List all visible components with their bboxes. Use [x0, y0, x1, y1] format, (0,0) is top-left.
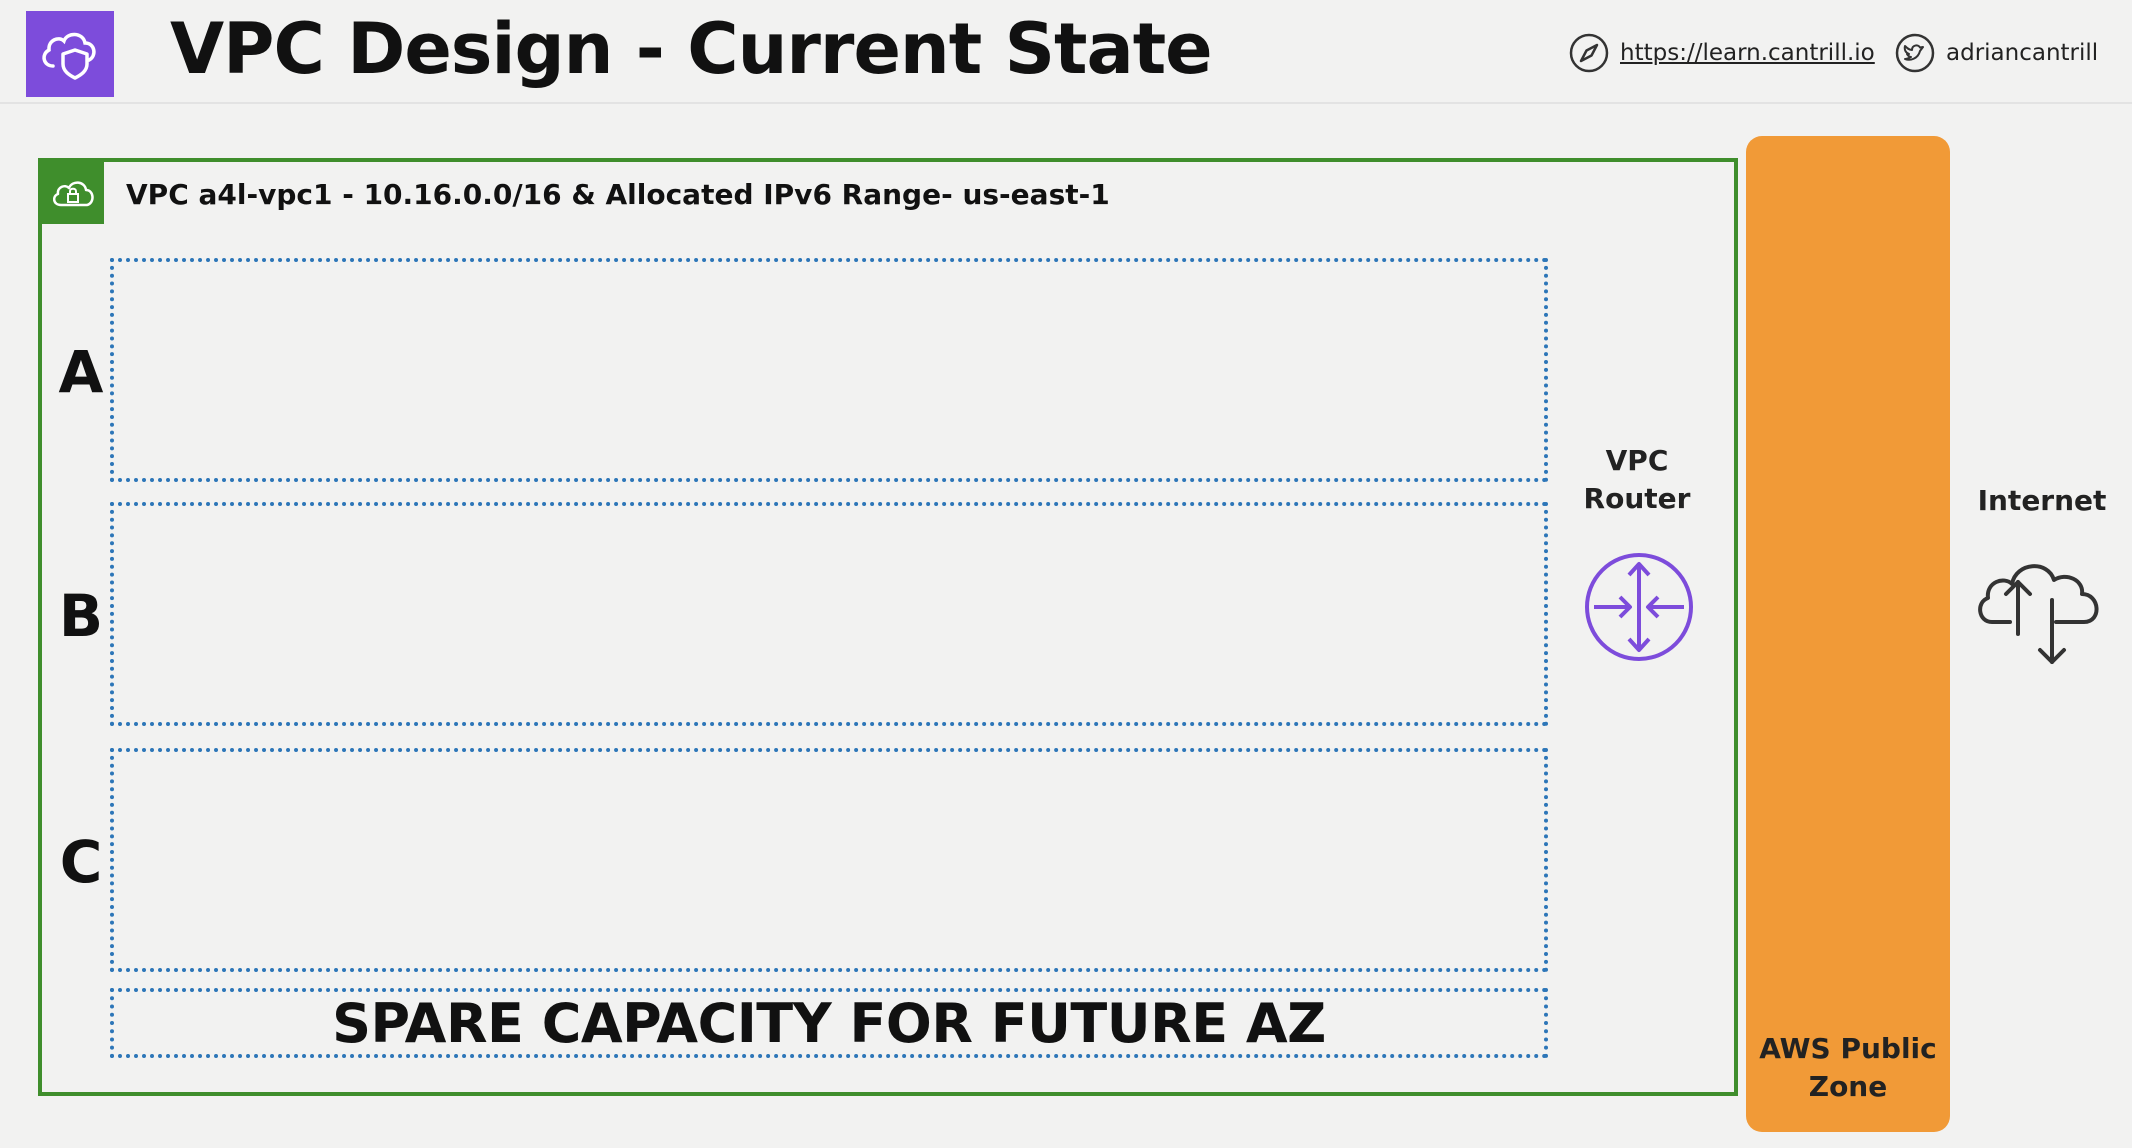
vpc-router-label: VPC Router	[1570, 442, 1704, 518]
az-label-c: C	[59, 828, 103, 896]
spare-capacity-zone: SPARE CAPACITY FOR FUTURE AZ	[110, 988, 1548, 1058]
vpc-container: VPC a4l-vpc1 - 10.16.0.0/16 & Allocated …	[38, 158, 1738, 1096]
aws-public-zone-label: AWS Public Zone	[1746, 1030, 1950, 1106]
website-url[interactable]: https://learn.cantrill.io	[1620, 40, 1875, 66]
compass-icon	[1569, 33, 1609, 73]
vpc-cloud-lock-icon	[42, 162, 104, 224]
vpc-shield-cloud-icon	[26, 11, 114, 97]
spare-capacity-label: SPARE CAPACITY FOR FUTURE AZ	[332, 991, 1326, 1055]
page-title: VPC Design - Current State	[170, 8, 1213, 90]
header: VPC Design - Current State https://learn…	[0, 0, 2132, 104]
vpc-router-label-line1: VPC	[1605, 444, 1669, 477]
vpc-router-label-line2: Router	[1583, 482, 1691, 515]
aws-public-zone-label-line2: Zone	[1808, 1070, 1888, 1103]
aws-public-zone: AWS Public Zone	[1746, 136, 1950, 1132]
website-link[interactable]: https://learn.cantrill.io	[1568, 32, 1875, 74]
availability-zone-b	[110, 502, 1548, 726]
twitter-icon	[1895, 33, 1935, 73]
internet-label: Internet	[1977, 484, 2107, 517]
az-label-b: B	[58, 582, 104, 650]
twitter-handle-link[interactable]: adriancantrill	[1894, 32, 2098, 74]
router-icon	[1585, 553, 1693, 661]
vpc-title: VPC a4l-vpc1 - 10.16.0.0/16 & Allocated …	[126, 178, 1110, 211]
aws-public-zone-label-line1: AWS Public	[1759, 1032, 1937, 1065]
availability-zone-a	[110, 258, 1548, 482]
internet-cloud-icon	[1978, 564, 2099, 664]
az-label-a: A	[58, 338, 104, 406]
availability-zone-c	[110, 748, 1548, 972]
twitter-handle: adriancantrill	[1946, 40, 2099, 66]
